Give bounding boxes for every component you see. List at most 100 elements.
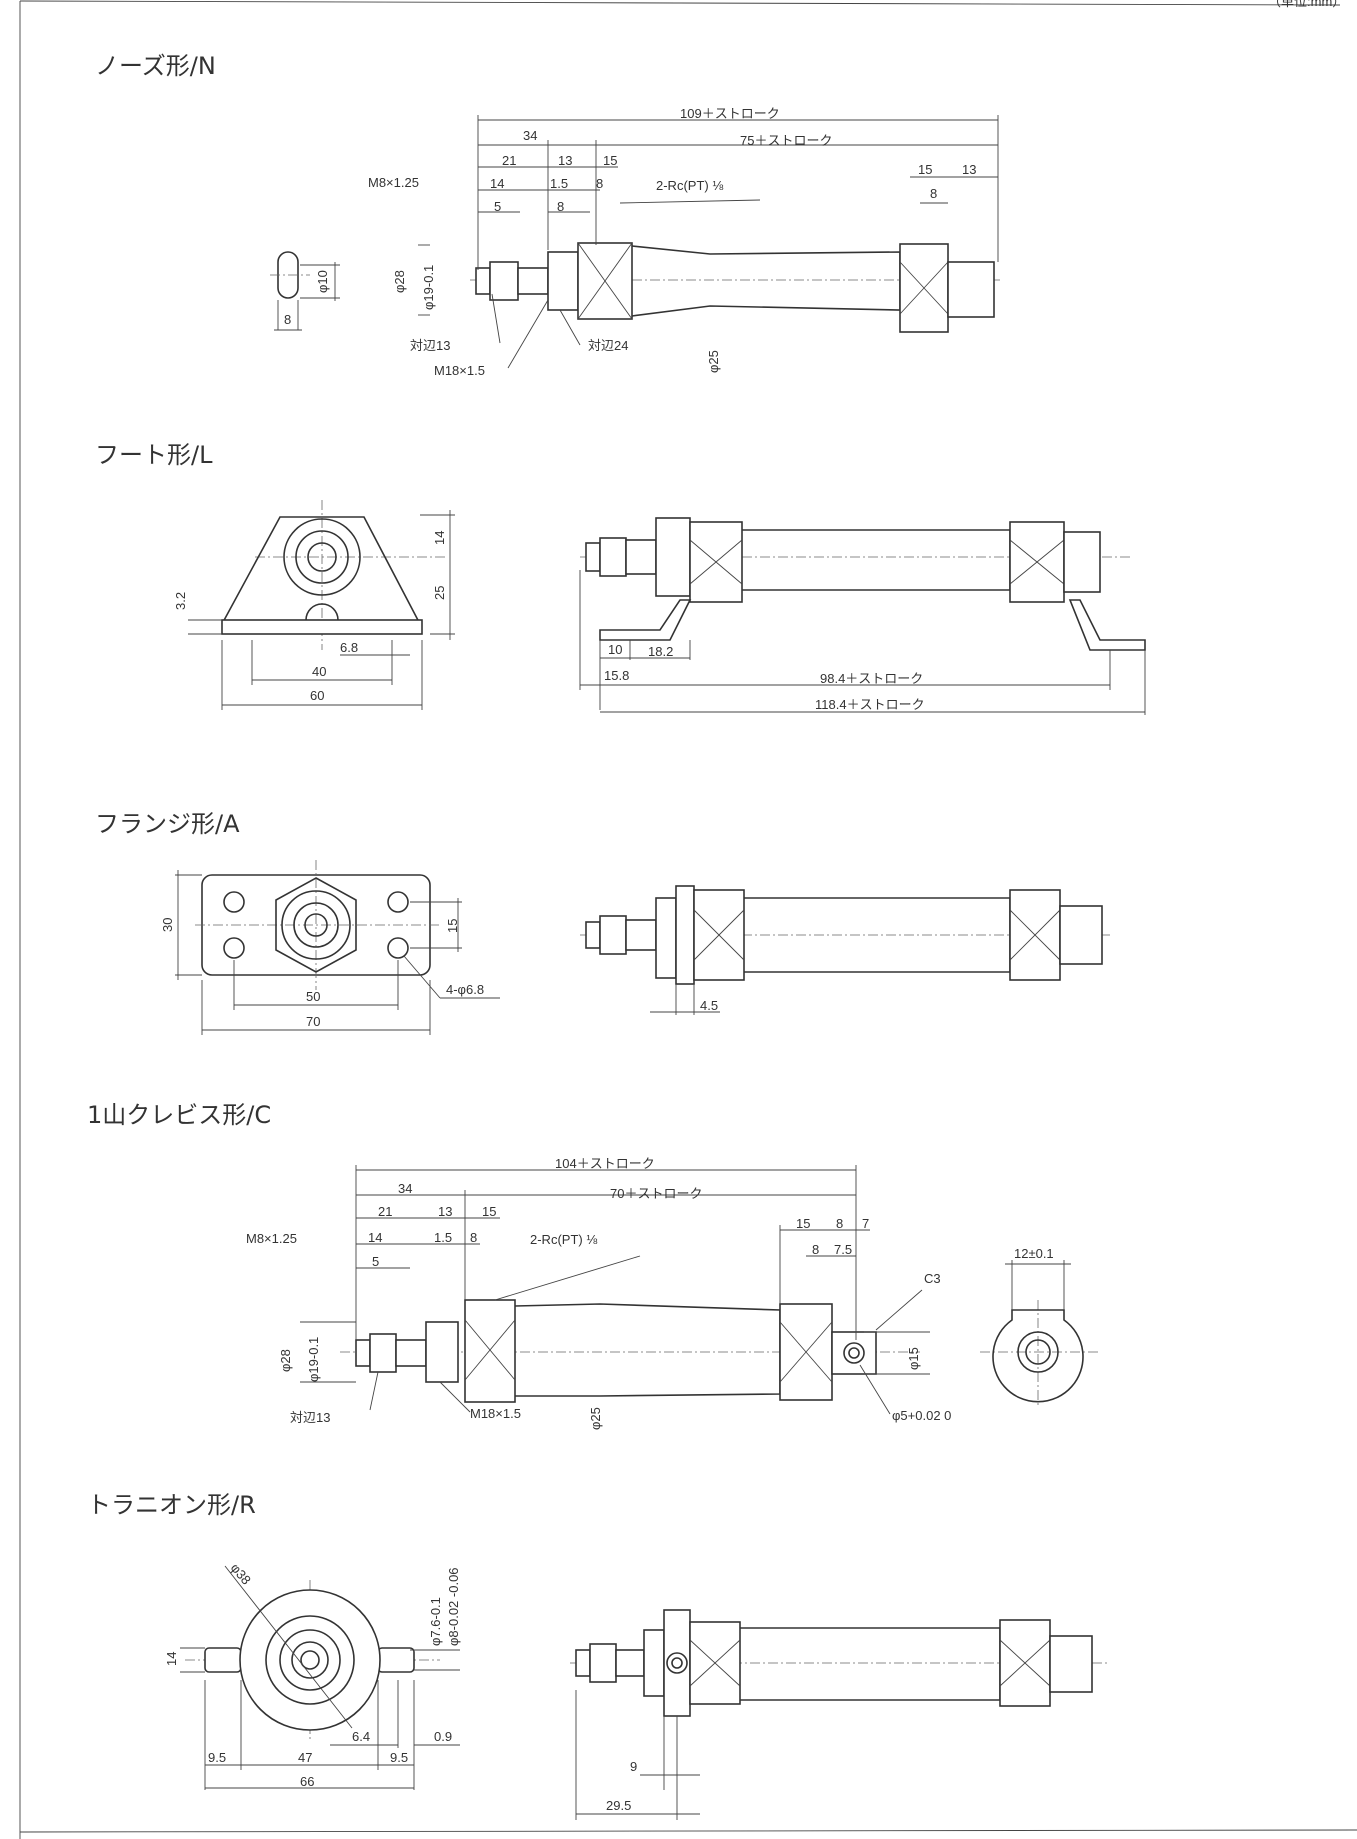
dimension-label: 15 — [482, 1204, 496, 1219]
dimension-label: 66 — [300, 1774, 314, 1789]
dimensions-c: 104＋ストローク 34 70＋ストローク 21 13 15 14 1.5 8 … — [246, 1156, 951, 1430]
dimension-label: 25 — [432, 586, 447, 600]
dimension-label: 40 — [312, 664, 326, 679]
dimension-label: 7.5 — [834, 1242, 852, 1257]
dimension-label: 6.4 — [352, 1729, 370, 1744]
dimension-label: 1.5 — [550, 176, 568, 191]
dimension-label: 7 — [862, 1216, 869, 1231]
dimension-label: φ5+0.02 0 — [892, 1408, 951, 1423]
dimension-label: 8 — [284, 312, 291, 327]
dimension-label: φ19-0.1 — [306, 1337, 321, 1382]
dimension-label: M18×1.5 — [470, 1406, 521, 1421]
dimension-label: 5 — [494, 199, 501, 214]
dimension-label: 4-φ6.8 — [446, 982, 484, 997]
dimension-label: 21 — [378, 1204, 392, 1219]
trunnion-end-view: φ38 14 φ7.6-0.1 φ8-0.02 -0.06 6.4 0.9 9.… — [164, 1560, 461, 1790]
unit-label: （単位:mm） — [1268, 0, 1345, 9]
dimension-label: 98.4＋ストローク — [820, 671, 923, 686]
section-title-r: トラニオン形/R — [87, 1491, 256, 1519]
dimension-label: M8×1.25 — [246, 1231, 297, 1246]
section-foot-type: フート形/L 14 25 3.2 6.8 40 — [95, 441, 1146, 715]
dimension-label: φ7.6-0.1 — [428, 1597, 443, 1646]
dimension-label: 対辺13 — [290, 1410, 330, 1425]
dimension-label: 13 — [962, 162, 976, 177]
trunnion-side-view: 9 29.5 — [570, 1609, 1110, 1820]
dimension-label: 2-Rc(PT) ⅛ — [656, 178, 723, 193]
bottom-border — [19, 1829, 1357, 1833]
dimension-label: 9.5 — [208, 1750, 226, 1765]
dimension-label: φ15 — [906, 1347, 921, 1370]
dimension-label: φ25 — [588, 1407, 603, 1430]
dimension-label: 0.9 — [434, 1729, 452, 1744]
cylinder-c — [340, 1299, 920, 1403]
dimension-label: 5 — [372, 1254, 379, 1269]
dimension-label: φ28 — [392, 270, 407, 293]
dimension-label: 15 — [603, 153, 617, 168]
flange-side-view: 4.5 — [580, 885, 1110, 1015]
dimension-label: 1.5 — [434, 1230, 452, 1245]
dimension-label: φ28 — [278, 1349, 293, 1372]
dimension-label: 12±0.1 — [1014, 1246, 1054, 1261]
rod-end-view: 8 φ10 — [270, 251, 340, 331]
clevis-end-view: 12±0.1 — [980, 1246, 1100, 1405]
dimension-label: 3.2 — [173, 592, 188, 610]
foot-end-view: 14 25 3.2 6.8 40 60 — [173, 500, 455, 710]
dimension-label: 15.8 — [604, 668, 629, 683]
dimension-label: M18×1.5 — [434, 363, 485, 378]
dimension-label: 60 — [310, 688, 324, 703]
foot-side-view: 10 18.2 15.8 98.4＋ストローク 118.4＋ストローク — [579, 517, 1146, 715]
dimension-label: 34 — [523, 128, 537, 143]
dimension-label: M8×1.25 — [368, 175, 419, 190]
top-border — [19, 0, 1341, 6]
dimension-label: 34 — [398, 1181, 412, 1196]
dimension-label: C3 — [924, 1271, 941, 1286]
dimension-label: φ38 — [228, 1560, 254, 1587]
dimension-label: 14 — [368, 1230, 382, 1245]
dimension-label: φ10 — [315, 270, 330, 293]
dimension-label: 118.4＋ストローク — [815, 697, 925, 712]
dimension-label: 対辺13 — [410, 338, 450, 353]
dimension-label: 70＋ストローク — [610, 1186, 702, 1201]
dimension-label: 29.5 — [606, 1798, 631, 1813]
dimension-label: 8 — [470, 1230, 477, 1245]
dimension-label: 6.8 — [340, 640, 358, 655]
dimension-label: 109＋ストローク — [680, 106, 780, 121]
dimension-label: 2-Rc(PT) ⅛ — [530, 1232, 597, 1247]
section-clevis-type: 1山クレビス形/C 12±0.1 — [87, 1101, 1100, 1430]
dimension-label: 8 — [596, 176, 603, 191]
dimension-label: 8 — [930, 186, 937, 201]
section-title-l: フート形/L — [95, 441, 213, 469]
dimension-label: 13 — [438, 1204, 452, 1219]
section-title-c: 1山クレビス形/C — [87, 1101, 271, 1129]
dimension-label: 14 — [432, 531, 447, 545]
dimensions-n: 109＋ストローク 34 75＋ストローク 21 13 15 14 1.5 8 … — [368, 106, 999, 378]
dimension-label: 対辺24 — [588, 338, 628, 353]
flange-end-view: 30 15 50 70 4-φ6.8 — [160, 860, 500, 1035]
dimension-label: 15 — [796, 1216, 810, 1231]
dimension-label: 50 — [306, 989, 320, 1004]
section-nose-type: ノーズ形/N 8 φ10 — [95, 52, 1000, 378]
dimension-label: 8 — [836, 1216, 843, 1231]
dimension-label: 21 — [502, 153, 516, 168]
section-title-a: フランジ形/A — [95, 810, 240, 838]
dimension-label: 75＋ストローク — [740, 133, 832, 148]
section-title-n: ノーズ形/N — [95, 52, 216, 80]
dimension-label: 15 — [445, 919, 460, 933]
dimension-label: 47 — [298, 1750, 312, 1765]
dimension-label: 15 — [918, 162, 932, 177]
dimension-label: φ19-0.1 — [421, 265, 436, 310]
section-trunnion-type: トラニオン形/R φ38 14 φ7.6-0.1 φ8-0.02 -0.06 — [87, 1491, 1110, 1820]
dimension-label: 9.5 — [390, 1750, 408, 1765]
dimension-label: 9 — [630, 1759, 637, 1774]
dimension-label: 8 — [557, 199, 564, 214]
dimension-label: 30 — [160, 918, 175, 932]
dimension-label: φ25 — [706, 350, 721, 373]
dimension-label: 14 — [164, 1652, 179, 1666]
dimension-label: 4.5 — [700, 998, 718, 1013]
dimension-label: 8 — [812, 1242, 819, 1257]
dimension-label: 13 — [558, 153, 572, 168]
cylinder-n — [470, 242, 1000, 333]
dimension-label: 14 — [490, 176, 504, 191]
section-flange-type: フランジ形/A 30 15 5 — [95, 810, 1110, 1035]
